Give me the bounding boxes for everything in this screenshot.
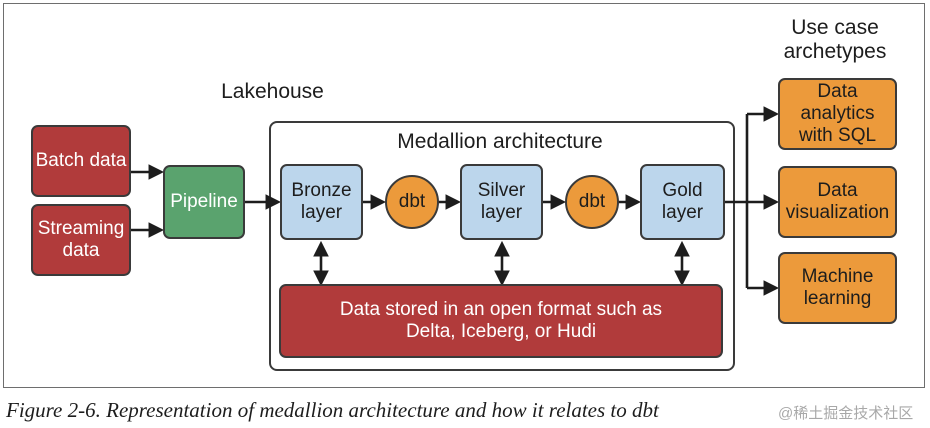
watermark: @稀土掘金技术社区 — [778, 405, 914, 422]
visualization-box: Data visualization — [778, 166, 897, 238]
medallion-title: Medallion architecture — [397, 130, 603, 153]
batch-data-box: Batch data — [31, 125, 131, 197]
analytics-box: Data analytics with SQL — [778, 78, 897, 150]
silver-layer-box: Silver layer — [460, 164, 543, 240]
use-case-title: Use case archetypes — [760, 16, 910, 64]
bronze-layer-box: Bronze layer — [280, 164, 363, 240]
use-case-title-text: Use case archetypes — [783, 16, 887, 64]
pipeline-box: Pipeline — [163, 165, 245, 239]
gold-layer-box: Gold layer — [640, 164, 725, 240]
figure-caption: Figure 2-6. Representation of medallion … — [6, 398, 659, 422]
storage-box: Data stored in an open format such as De… — [279, 284, 723, 358]
dbt-transform-2: dbt — [565, 175, 619, 229]
ml-box: Machine learning — [778, 252, 897, 324]
lakehouse-label: Lakehouse — [221, 80, 324, 103]
streaming-data-box: Streaming data — [31, 204, 131, 276]
dbt-transform-1: dbt — [385, 175, 439, 229]
